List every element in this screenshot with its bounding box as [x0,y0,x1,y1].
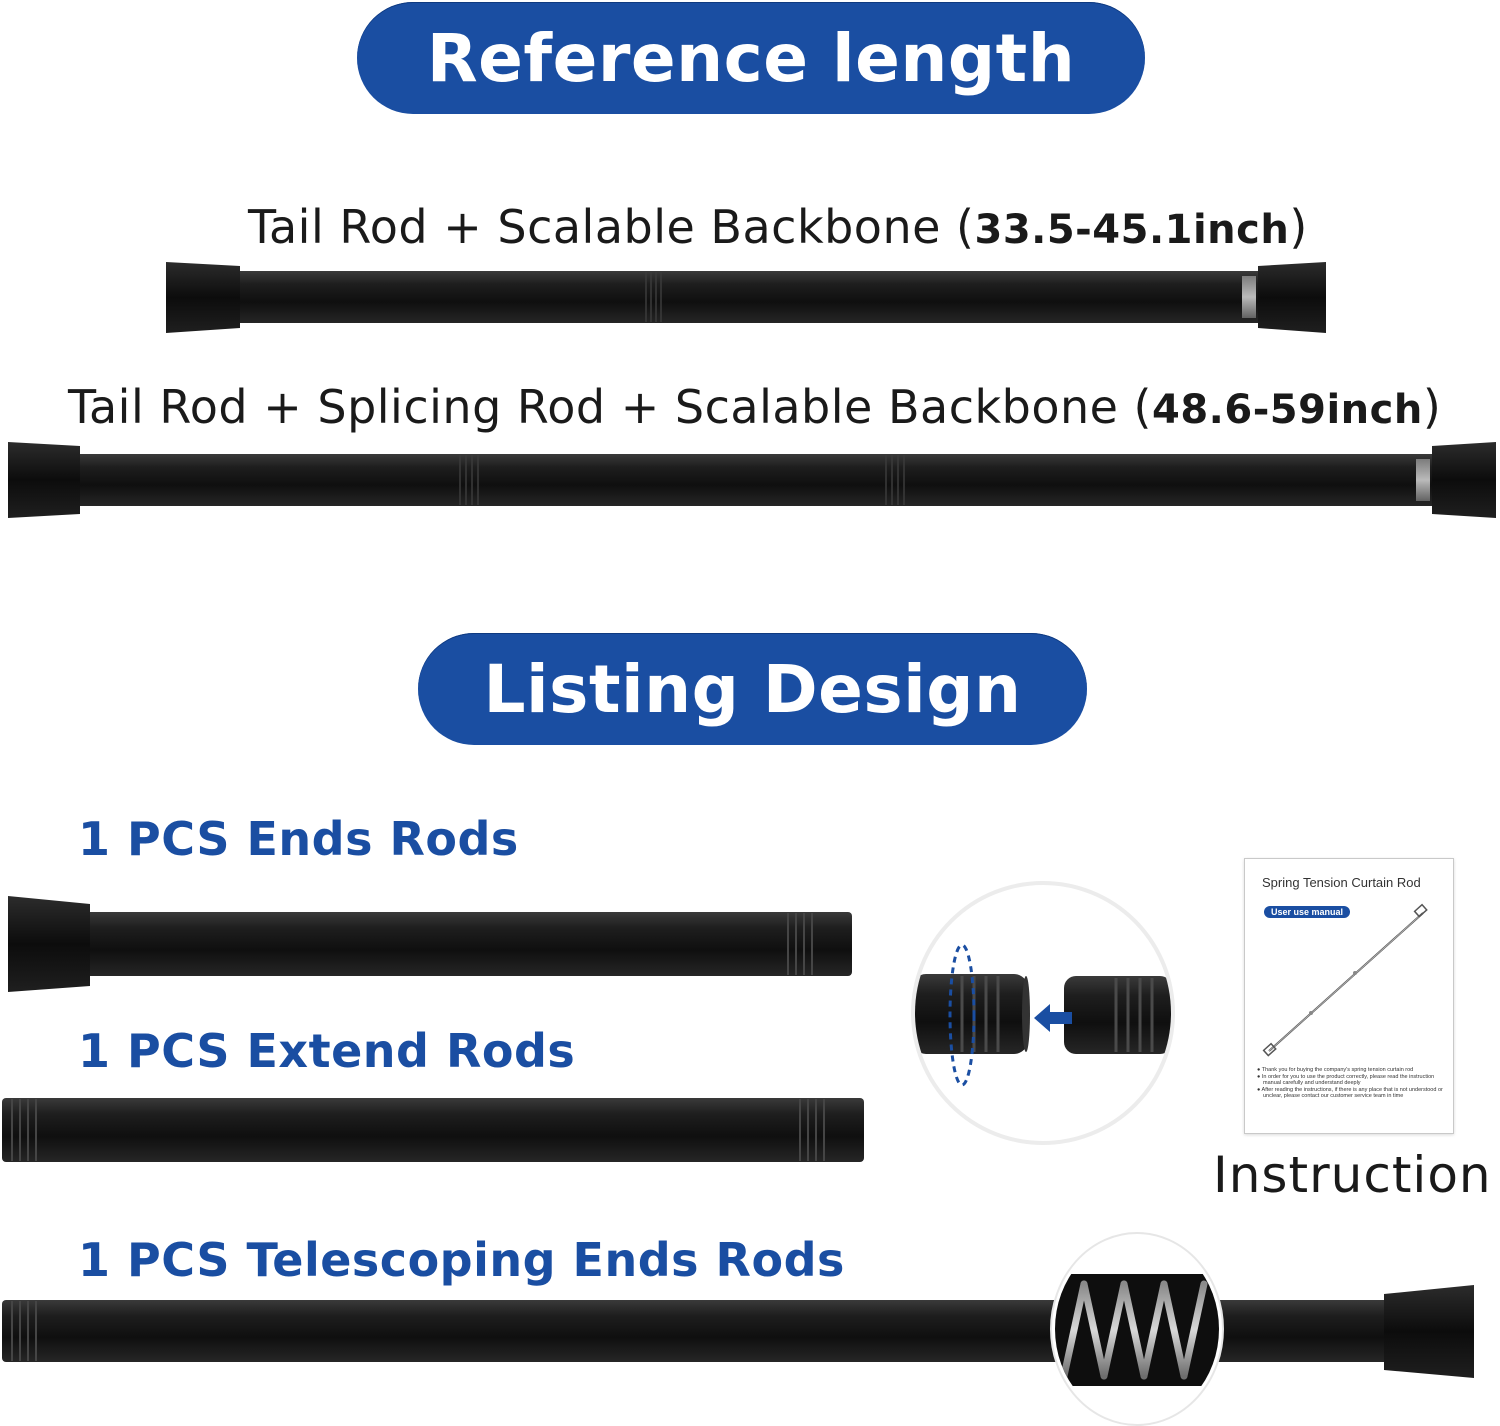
manual-badge: User use manual [1264,906,1351,918]
telescoping-rod-part [2,1232,1474,1426]
ends-rods-label: 1 PCS Ends Rods [78,812,519,866]
reference-length-title: Reference length [426,19,1076,97]
instruction-manual: Spring Tension Curtain Rod User use manu… [1244,858,1454,1134]
long-rod [8,442,1496,518]
instruction-label: Instruction [1213,1146,1492,1204]
short-configuration-caption: Tail Rod + Scalable Backbone (33.5-45.1i… [248,200,1308,254]
extend-rod-part [2,1098,864,1162]
long-configuration-length: 48.6-59inch [1152,387,1423,433]
short-rod [166,262,1326,333]
manual-rod-sketch [1262,903,1428,1057]
arrow-left-icon [1034,1004,1072,1032]
manual-title: Spring Tension Curtain Rod [1262,875,1421,890]
short-configuration-parts: Tail Rod + Scalable Backbone [248,200,941,254]
manual-note: ● In order for you to use the product co… [1257,1073,1435,1087]
manual-notes: ● Thank you for buying the company's spr… [1257,1067,1447,1100]
short-configuration-length: 33.5-45.1inch [974,207,1290,253]
rotate-ellipse-icon [948,943,976,1087]
long-configuration-parts: Tail Rod + Splicing Rod + Scalable Backb… [68,380,1119,434]
extend-rods-label: 1 PCS Extend Rods [78,1024,576,1078]
long-configuration-caption: Tail Rod + Splicing Rod + Scalable Backb… [68,380,1442,434]
ends-rod-part [8,896,852,992]
connection-detail [911,881,1175,1145]
listing-design-header: Listing Design [418,633,1087,745]
telescoping-ends-rods-label: 1 PCS Telescoping Ends Rods [78,1233,845,1287]
manual-note: ● After reading the instructions, if the… [1257,1086,1443,1100]
manual-note: ● Thank you for buying the company's spr… [1257,1067,1414,1073]
listing-design-title: Listing Design [483,650,1022,728]
reference-length-header: Reference length [357,2,1145,114]
